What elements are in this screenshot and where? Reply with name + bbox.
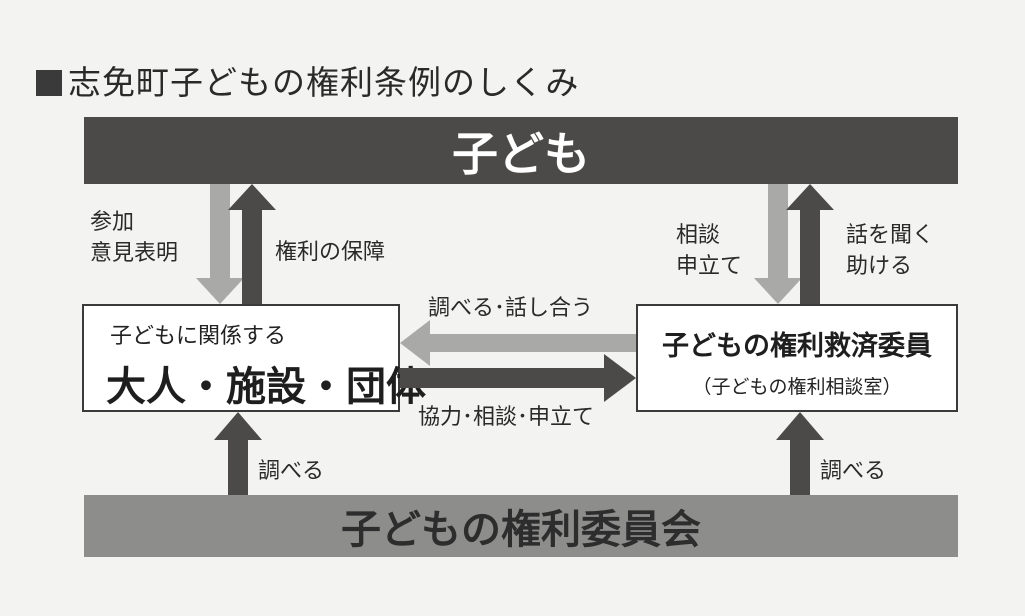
investigate-discuss-arrow [400, 320, 636, 366]
rights-committee-bar: 子どもの権利委員会 [84, 495, 958, 557]
relief-box-main: 子どもの権利救済委員 [662, 331, 932, 362]
investigate-relief-arrow [776, 412, 824, 495]
participation-label: 参加 意見表明 [90, 210, 179, 266]
investigate-discuss-label: 調べる･話し合う [428, 296, 594, 321]
adults-box-subtitle: 子どもに関係する [110, 324, 287, 349]
children-bar: 子ども [84, 117, 958, 184]
diagram-title-text: 志免町子どもの権利条例のしくみ [68, 63, 580, 102]
participation-arrow [196, 184, 244, 304]
children-bar-label: 子ども [452, 126, 590, 181]
investigate-right-label: 調べる [820, 459, 887, 484]
adults-facilities-box: 子どもに関係する 大人・施設・団体 [82, 304, 426, 412]
relief-box-subtitle: （子どもの権利相談室） [692, 376, 902, 398]
listen-help-arrow [786, 184, 834, 304]
investigate-adults-arrow [214, 412, 262, 495]
rights-committee-label: 子どもの権利委員会 [341, 507, 701, 553]
consult-arrow [754, 184, 802, 304]
rights-protection-arrow [228, 184, 276, 304]
square-bullet-icon [36, 70, 62, 96]
listen-help-label: 話を聞く 助ける [846, 223, 935, 279]
consult-label: 相談 申立て [676, 223, 743, 279]
investigate-left-label: 調べる [258, 459, 325, 484]
cooperate-arrow [400, 354, 636, 402]
adults-box-main: 大人・施設・団体 [106, 364, 426, 410]
diagram-title: 志免町子どもの権利条例のしくみ [36, 56, 579, 104]
cooperate-consult-label: 協力･相談･申立て [418, 405, 595, 430]
rights-protection-label: 権利の保障 [275, 240, 386, 265]
relief-commissioner-box: 子どもの権利救済委員 （子どもの権利相談室） [636, 304, 958, 412]
